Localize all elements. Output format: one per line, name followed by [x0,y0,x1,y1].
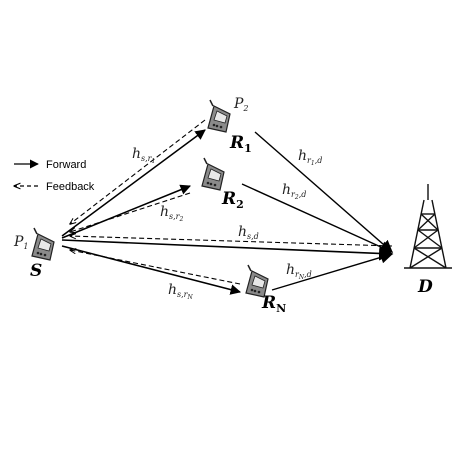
channel-h-r2-d: hr2,d [282,182,306,201]
legend: Forward Feedback [14,159,95,193]
link-r1-d [254,131,393,253]
relay1-power-label: P2 [233,96,249,113]
channel-h-s-rN: hs,rN [168,282,194,301]
channel-h-s-r1: hs,r1 [132,146,155,165]
link-r2-s-feedback [70,192,191,232]
tower-icon [404,184,452,269]
destination-label: D [417,277,433,297]
link-d-s-feedback [70,236,393,247]
source-power-label: P1 [13,234,29,251]
channel-h-r1-d: hr1,d [298,148,322,167]
relay2-phone-icon [201,157,225,191]
legend-forward-text: Forward [46,159,86,171]
link-s-d-forward [61,239,394,261]
link-r1-s-feedback [70,119,206,224]
channel-h-rN-d: hrN,d [286,262,312,281]
relayN-label: RN [261,293,286,315]
link-rN-s-feedback [70,250,241,285]
link-rN-d [271,251,394,291]
link-s-rN-forward [61,245,242,295]
relay1-phone-icon [207,99,231,133]
link-r2-d [241,183,394,254]
link-s-r2-forward [61,184,191,239]
legend-feedback-text: Feedback [46,181,95,193]
channel-h-s-d: hs,d [238,224,259,241]
link-s-r1-forward [61,129,206,237]
channel-h-s-r2: hs,r2 [160,204,184,223]
relay2-label: R2 [221,189,244,211]
relay1-label: R1 [229,133,252,155]
source-label: S [30,261,42,281]
source-phone-icon [31,227,55,261]
